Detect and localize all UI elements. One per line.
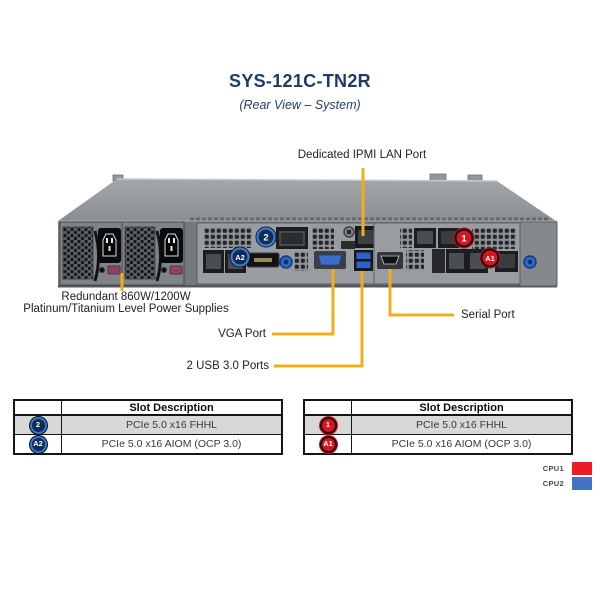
vent-grille bbox=[294, 252, 308, 271]
table-badge-cell: 2 bbox=[15, 416, 62, 435]
table-badge-cell: A2 bbox=[15, 435, 62, 453]
ipmi-lan-port-label: Dedicated IPMI LAN Port bbox=[297, 149, 427, 161]
table-desc-cell: PCIe 5.0 x16 FHHL bbox=[62, 416, 281, 435]
psu-module-1 bbox=[59, 221, 123, 286]
cpu2-color-swatch bbox=[572, 477, 592, 490]
table-header-slot-description: Slot Description bbox=[62, 401, 281, 416]
callout-lines bbox=[120, 168, 454, 368]
table-desc-cell: PCIe 5.0 x16 AIOM (OCP 3.0) bbox=[101, 438, 242, 450]
slot-2-badge-label: 2 bbox=[263, 233, 268, 244]
slot-1-badge: 1 bbox=[453, 227, 475, 249]
vent-grille bbox=[406, 250, 424, 270]
chassis-ear bbox=[519, 221, 558, 287]
table-badge-cell: A1 bbox=[305, 435, 352, 453]
serial-port-label: Serial Port bbox=[461, 309, 515, 321]
callout-line-serial bbox=[388, 269, 454, 317]
psu-latch bbox=[169, 265, 183, 275]
vent-grille bbox=[204, 227, 252, 248]
vent-grille bbox=[472, 228, 516, 249]
table-corner-cell bbox=[305, 401, 352, 416]
slot-a1-badge: A1 bbox=[479, 247, 501, 269]
slot-a2-table-badge: A2 bbox=[29, 435, 47, 453]
slot-a2-badge: A2 bbox=[229, 246, 251, 268]
right-io-panel bbox=[373, 222, 521, 285]
page-title: SYS-121C-TN2R bbox=[229, 71, 371, 91]
chassis-lid bbox=[58, 173, 556, 221]
slot-a1-badge-label: A1 bbox=[485, 254, 495, 263]
psu-module-2 bbox=[121, 221, 185, 286]
power-supply-label: Redundant 860W/1200W Platinum/Titanium L… bbox=[6, 291, 246, 315]
table-header-slot-description: Slot Description bbox=[352, 401, 571, 416]
callout-line-vga bbox=[272, 269, 335, 336]
legend-row-cpu2: CPU2 bbox=[528, 477, 592, 490]
callout-line-usb bbox=[274, 271, 364, 368]
usb-ports-label: 2 USB 3.0 Ports bbox=[186, 360, 269, 372]
slot-1-table-badge: 1 bbox=[319, 416, 337, 434]
slot-1-badge-label: 1 bbox=[461, 234, 467, 245]
page-subtitle: (Rear View – System) bbox=[239, 98, 361, 112]
slot-2-table-badge: 2 bbox=[29, 416, 47, 434]
table-corner-cell bbox=[15, 401, 62, 416]
vent-grille bbox=[312, 227, 334, 249]
table-badge-cell: 1 bbox=[305, 416, 352, 435]
slot-a1-table-badge: A1 bbox=[319, 435, 337, 453]
slot-a2-badge-label: A2 bbox=[235, 253, 245, 262]
cpu1-color-swatch bbox=[572, 462, 592, 475]
psu-latch bbox=[107, 265, 121, 275]
cpu1-label: CPU1 bbox=[542, 464, 564, 473]
slot-table-right: Slot Description 1 PCIe 5.0 x16 FHHL A1 … bbox=[303, 399, 573, 455]
slot-table-left: Slot Description 2 PCIe 5.0 x16 FHHL A2 … bbox=[13, 399, 283, 455]
legend-row-cpu1: CPU1 bbox=[528, 462, 592, 475]
table-desc-cell: PCIe 5.0 x16 AIOM (OCP 3.0) bbox=[391, 438, 532, 450]
vga-port-label: VGA Port bbox=[218, 328, 266, 340]
power-supply-label-line2: Platinum/Titanium Level Power Supplies bbox=[23, 303, 229, 315]
power-supply-label-line1: Redundant 860W/1200W bbox=[61, 291, 191, 303]
cpu2-label: CPU2 bbox=[542, 479, 564, 488]
slot-2-badge: 2 bbox=[255, 226, 277, 248]
table-desc-cell: PCIe 5.0 x16 FHHL bbox=[352, 416, 571, 435]
vent-grille bbox=[400, 228, 412, 248]
